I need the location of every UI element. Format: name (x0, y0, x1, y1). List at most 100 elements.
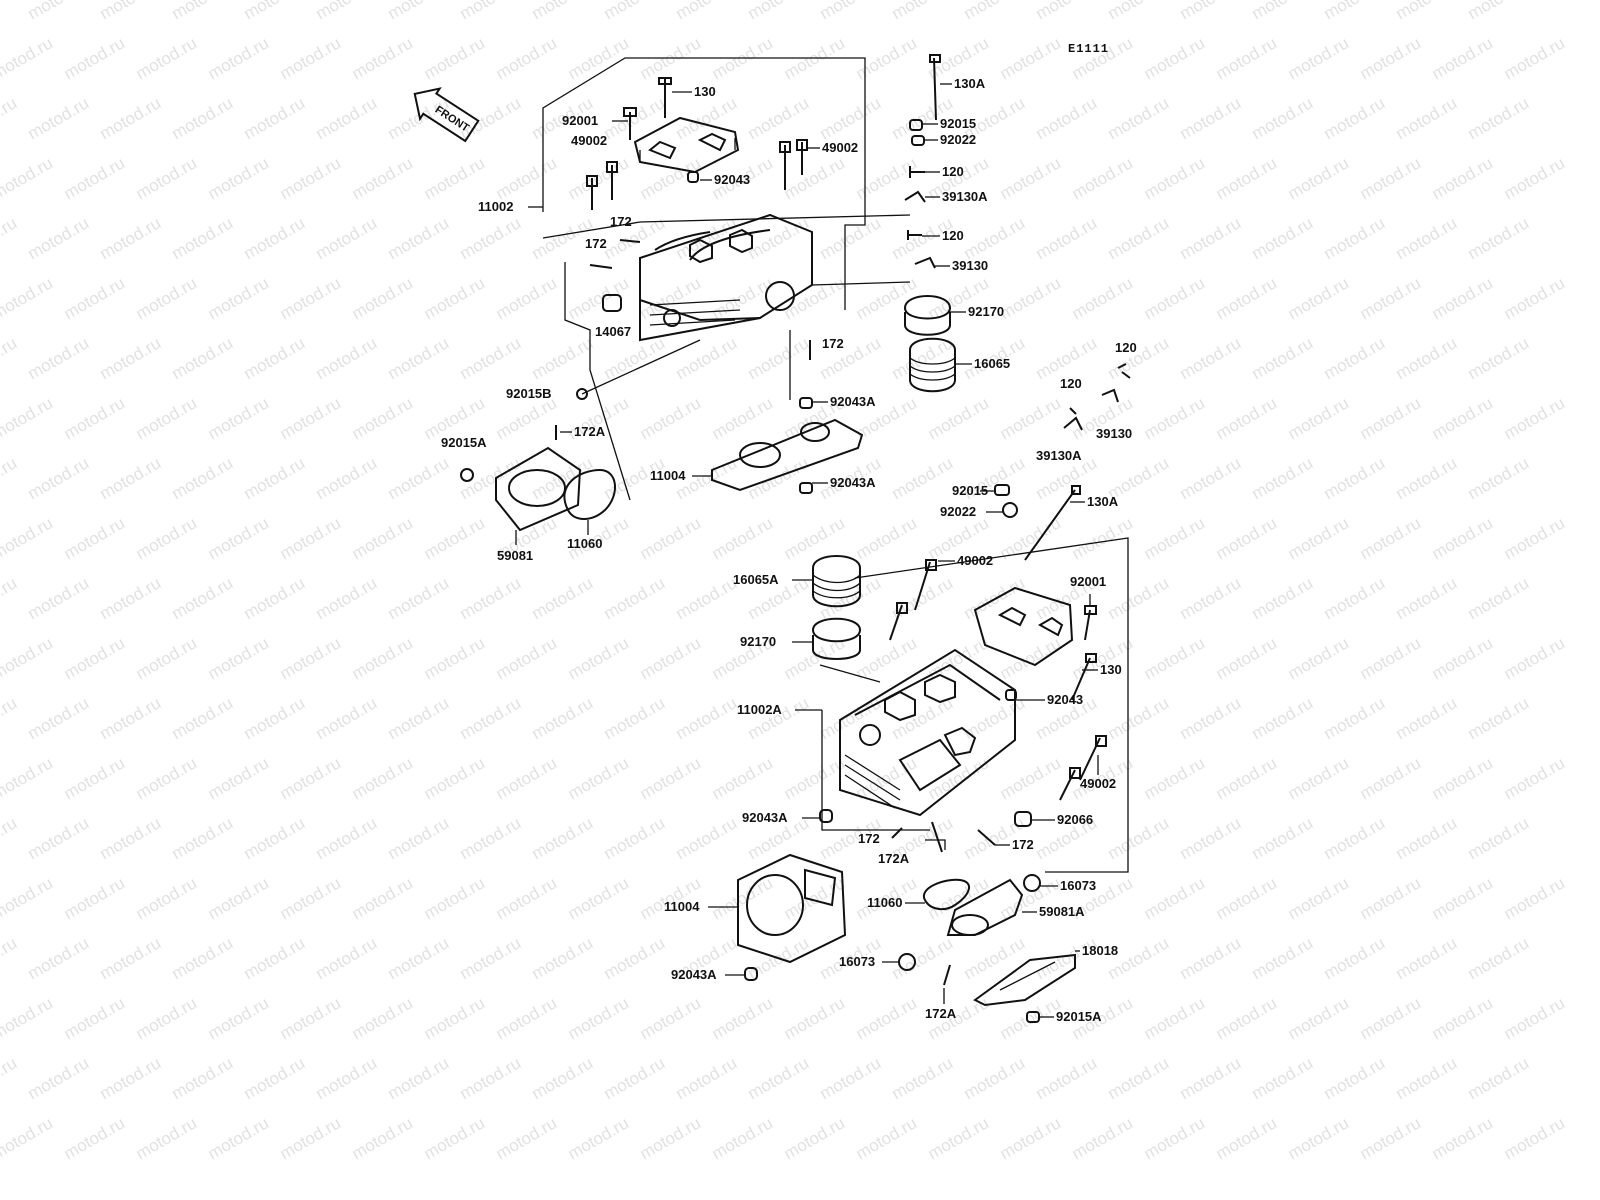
watermark-text: motod.ru (1177, 573, 1245, 623)
watermark-text: motod.ru (313, 813, 381, 863)
watermark-text: motod.ru (349, 753, 417, 803)
watermark-text: motod.ru (169, 933, 237, 983)
watermark-text: motod.ru (205, 153, 273, 203)
watermark-text: motod.ru (853, 1113, 921, 1163)
watermark-text: motod.ru (781, 153, 849, 203)
label-172: 172 (610, 214, 632, 229)
label-92043: 92043 (1047, 692, 1083, 707)
watermark-text: motod.ru (997, 633, 1065, 683)
label-92043a: 92043A (742, 810, 788, 825)
watermark-text: motod.ru (1249, 1053, 1317, 1103)
watermark-text: motod.ru (277, 273, 345, 323)
watermark-text: motod.ru (529, 933, 597, 983)
watermark-text: motod.ru (97, 93, 165, 143)
watermark-text: motod.ru (313, 93, 381, 143)
watermark-text: motod.ru (1177, 813, 1245, 863)
watermark-text: motod.ru (61, 513, 129, 563)
watermark-text: motod.ru (97, 453, 165, 503)
watermark-text: motod.ru (313, 453, 381, 503)
watermark-text: motod.ru (1465, 813, 1533, 863)
label-11060: 11060 (867, 895, 902, 910)
label-92043a: 92043A (830, 475, 876, 490)
watermark-text: motod.ru (1285, 273, 1353, 323)
watermark-text: motod.ru (1105, 813, 1173, 863)
watermark-text: motod.ru (97, 0, 165, 23)
watermark-text: motod.ru (169, 813, 237, 863)
watermark-text: motod.ru (277, 873, 345, 923)
label-39130: 39130 (1096, 426, 1132, 441)
watermark-text: motod.ru (565, 753, 633, 803)
watermark-text: motod.ru (1321, 0, 1389, 23)
watermark-text: motod.ru (385, 813, 453, 863)
watermark-text: motod.ru (1105, 1053, 1173, 1103)
watermark-text: motod.ru (1393, 93, 1461, 143)
watermark-text: motod.ru (0, 333, 20, 383)
watermark-text: motod.ru (1429, 993, 1497, 1043)
watermark-text: motod.ru (169, 573, 237, 623)
watermark-text: motod.ru (421, 33, 489, 83)
watermark-text: motod.ru (1285, 633, 1353, 683)
label-172a: 172A (925, 1006, 957, 1021)
watermark-text: motod.ru (745, 1053, 813, 1103)
watermark-text: motod.ru (385, 693, 453, 743)
watermark-text: motod.ru (1501, 873, 1569, 923)
label-172a: 172A (574, 424, 606, 439)
watermark-text: motod.ru (997, 753, 1065, 803)
watermark-text: motod.ru (1285, 513, 1353, 563)
watermark-text: motod.ru (817, 693, 885, 743)
watermark-text: motod.ru (133, 33, 201, 83)
watermark-text: motod.ru (0, 573, 20, 623)
watermark-text: motod.ru (205, 753, 273, 803)
watermark-text: motod.ru (25, 813, 93, 863)
watermark-text: motod.ru (205, 633, 273, 683)
watermark-text: motod.ru (1465, 0, 1533, 23)
watermark-text: motod.ru (349, 873, 417, 923)
watermark-text: motod.ru (349, 513, 417, 563)
watermark-text: motod.ru (1033, 0, 1101, 23)
watermark-text: motod.ru (1177, 93, 1245, 143)
watermark-text: motod.ru (1177, 933, 1245, 983)
watermark-text: motod.ru (1141, 393, 1209, 443)
watermark-text: motod.ru (601, 333, 669, 383)
watermark-text: motod.ru (313, 933, 381, 983)
watermark-text: motod.ru (745, 333, 813, 383)
watermark-text: motod.ru (169, 453, 237, 503)
watermark-text: motod.ru (61, 393, 129, 443)
watermark-text: motod.ru (277, 753, 345, 803)
watermark-text: motod.ru (529, 0, 597, 23)
watermark-text: motod.ru (637, 753, 705, 803)
watermark-text: motod.ru (1429, 633, 1497, 683)
watermark-text: motod.ru (1393, 333, 1461, 383)
watermark-text: motod.ru (1501, 153, 1569, 203)
watermark-text: motod.ru (637, 513, 705, 563)
watermark-text: motod.ru (385, 933, 453, 983)
watermark-text: motod.ru (205, 513, 273, 563)
watermark-text: motod.ru (277, 993, 345, 1043)
watermark-text: motod.ru (925, 753, 993, 803)
watermark-text: motod.ru (1213, 753, 1281, 803)
watermark-text: motod.ru (385, 213, 453, 263)
watermark-text: motod.ru (421, 153, 489, 203)
watermark-text: motod.ru (673, 333, 741, 383)
watermark-text: motod.ru (1357, 1113, 1425, 1163)
watermark-text: motod.ru (0, 933, 20, 983)
watermark-text: motod.ru (1177, 213, 1245, 263)
watermark-text: motod.ru (421, 753, 489, 803)
watermark-text: motod.ru (1105, 573, 1173, 623)
head-gasket-rear (737, 853, 847, 981)
watermark-text: motod.ru (1249, 453, 1317, 503)
watermark-text: motod.ru (1501, 633, 1569, 683)
watermark-text: motod.ru (277, 633, 345, 683)
front-cylinder-head-assembly (542, 57, 911, 501)
watermark-text: motod.ru (277, 33, 345, 83)
watermark-text: motod.ru (565, 993, 633, 1043)
watermark-text: motod.ru (61, 753, 129, 803)
watermark-text: motod.ru (349, 993, 417, 1043)
watermark-text: motod.ru (313, 573, 381, 623)
watermark-text: motod.ru (349, 1113, 417, 1163)
watermark-text: motod.ru (457, 693, 525, 743)
watermark-text: motod.ru (745, 693, 813, 743)
watermark-text: motod.ru (997, 273, 1065, 323)
label-92043a: 92043A (830, 394, 876, 409)
watermark-text: motod.ru (673, 813, 741, 863)
